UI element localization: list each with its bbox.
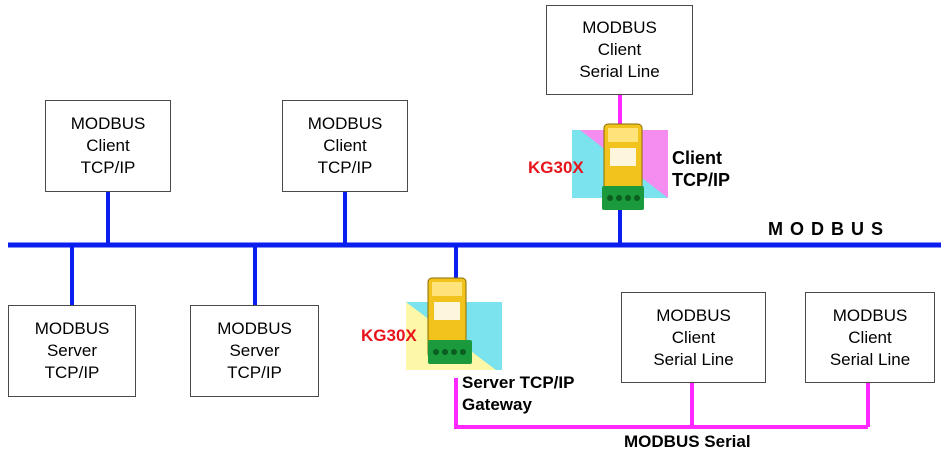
gateway-device-top	[572, 123, 668, 210]
modbus-client-serial-box: MODBUS Client Serial Line	[805, 292, 935, 383]
box-line: TCP/IP	[317, 158, 373, 177]
serial-bus-line	[454, 378, 868, 429]
box-line: MODBUS	[656, 305, 731, 325]
gateway-role-label: Server TCP/IP Gateway	[462, 372, 574, 416]
box-line: Serial Line	[653, 349, 734, 369]
box-line: MODBUS	[34, 319, 110, 338]
box-line: MODBUS	[582, 18, 657, 37]
box-line: Client	[86, 136, 130, 155]
gateway-role-line: Gateway	[462, 395, 532, 414]
gateway-model-label: KG30X	[361, 326, 417, 345]
modbus-server-tcp-box: MODBUS Server TCP/IP	[8, 305, 136, 397]
box-line: Client	[671, 327, 716, 347]
gateway-role-line: Server TCP/IP	[462, 373, 575, 392]
box-line: MODBUS	[217, 319, 292, 338]
gateway-role-line: Client	[672, 148, 723, 168]
gateway-device-bottom	[406, 277, 502, 370]
bus-label: M O D B U S	[768, 219, 885, 239]
gateway-model-label: KG30X	[528, 158, 584, 177]
box-line: Serial Line	[579, 62, 660, 81]
gateway-role-line: TCP/IP	[672, 170, 731, 190]
serial-bus-label: MODBUS Serial	[624, 432, 751, 451]
box-line: Client	[323, 136, 367, 155]
box-line: TCP/IP	[80, 158, 136, 177]
modbus-server-tcp-box: MODBUS Server TCP/IP	[190, 305, 319, 397]
box-line: TCP/IP	[44, 363, 100, 382]
modbus-client-tcp-box: MODBUS Client TCP/IP	[282, 100, 408, 192]
modbus-client-serial-box: MODBUS Client Serial Line	[621, 292, 766, 383]
box-line: TCP/IP	[227, 363, 282, 382]
box-line: Server	[46, 341, 98, 360]
gateway-role-label: Client TCP/IP	[672, 147, 730, 191]
modbus-client-serial-box: MODBUS Client Serial Line	[546, 5, 693, 95]
box-line: Client	[848, 327, 892, 347]
box-line: MODBUS	[307, 114, 383, 133]
box-line: Server	[229, 341, 280, 360]
box-line: MODBUS	[70, 114, 146, 133]
box-line: Client	[597, 40, 642, 59]
modbus-client-tcp-box: MODBUS Client TCP/IP	[45, 100, 171, 192]
box-line: Serial Line	[829, 349, 911, 369]
box-line: MODBUS	[832, 305, 908, 325]
